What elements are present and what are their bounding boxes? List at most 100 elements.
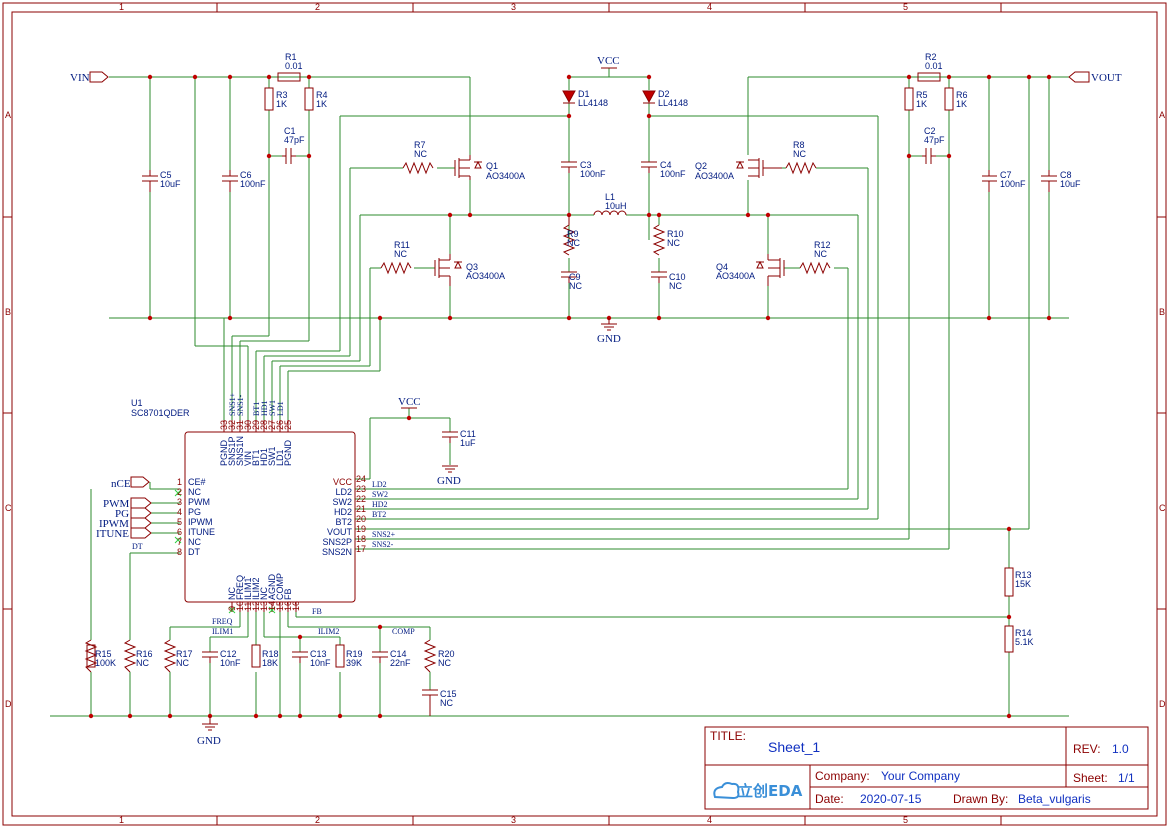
c9-ref: C9 <box>569 272 581 282</box>
vcc-top: VCC <box>597 55 620 69</box>
r10-ref: R10 <box>667 229 684 239</box>
net-label: FB <box>312 607 322 616</box>
ic-pin-name: ITUNE <box>188 527 215 537</box>
c6-ref: C6 <box>240 170 252 180</box>
r19-value: 39K <box>346 658 362 668</box>
q3-ref: Q3 <box>466 262 478 272</box>
sheet-label: Sheet: <box>1073 771 1108 785</box>
mosfet-q1 <box>454 155 482 180</box>
rev-label: REV: <box>1073 742 1101 756</box>
port-ipwm[interactable]: IPWM <box>99 517 152 530</box>
wires <box>50 68 1069 717</box>
c2-ref: C2 <box>924 126 936 136</box>
r6-value: 1K <box>956 99 967 109</box>
ic-pin-name: SW1 <box>267 446 277 466</box>
c5-value: 10uF <box>160 179 181 189</box>
vcc-c11: VCC <box>398 396 421 409</box>
mosfet-q3 <box>434 254 462 286</box>
frame-row-label: A <box>5 110 11 120</box>
svg-text:VIN: VIN <box>70 72 90 84</box>
net-label: ILIM2 <box>318 627 339 636</box>
c14-ref: C14 <box>390 649 407 659</box>
r3-value: 1K <box>276 99 287 109</box>
svg-text:GND: GND <box>437 475 461 487</box>
ic-pin-number: 17 <box>356 544 366 554</box>
ic-pin-name: BT1 <box>251 449 261 466</box>
ic-pin-number: 22 <box>356 494 366 504</box>
date-label: Date: <box>815 792 844 806</box>
ic-pin-name: NC <box>188 487 201 497</box>
port-itune[interactable]: ITUNE <box>96 527 152 540</box>
ic-pin-name: NC <box>227 587 237 600</box>
r13-ref: R13 <box>1015 570 1032 580</box>
c11-ref: C11 <box>460 429 476 439</box>
port-nce[interactable]: nCE <box>111 476 150 490</box>
svg-text:PG: PG <box>115 508 129 520</box>
ic-pin-number: 4 <box>177 507 182 517</box>
port-pwm[interactable]: PWM <box>103 497 152 510</box>
r9-ref: R9 <box>567 229 579 239</box>
r16-value: NC <box>136 658 149 668</box>
lceda-logo: 立创EDA <box>713 782 803 800</box>
c7-value: 100nF <box>1000 179 1026 189</box>
ic-pin-name: CE# <box>188 477 206 487</box>
port-vin[interactable]: VIN <box>70 71 109 84</box>
r16-ref: R16 <box>136 649 153 659</box>
company-label: Company: <box>815 769 870 783</box>
r15-ref: R15 <box>95 649 112 659</box>
net-label: SNS2+ <box>372 530 396 539</box>
port-pg[interactable]: PG <box>115 507 152 520</box>
diode-d2 <box>642 90 656 104</box>
svg-text:GND: GND <box>597 333 621 345</box>
r3-ref: R3 <box>276 90 288 100</box>
d1-value: LL4148 <box>578 98 608 108</box>
frame-row-label: B <box>1159 307 1165 317</box>
zigzag-resistors <box>84 161 831 673</box>
port-vout[interactable]: VOUT <box>1068 71 1122 84</box>
drawn-by-value: Beta_vulgaris <box>1018 792 1091 806</box>
c4-value: 100nF <box>660 169 686 179</box>
r8-value: NC <box>793 149 806 159</box>
r11-value: NC <box>394 249 407 259</box>
nc-markers <box>174 489 276 614</box>
frame-row-label: A <box>1159 110 1165 120</box>
resistor-bodies <box>86 72 1014 668</box>
drawn-by-label: Drawn By: <box>953 792 1008 806</box>
frame-col-label: 4 <box>707 815 712 825</box>
gnd-symbol-c11: GND <box>437 465 461 487</box>
ic-pin-number: 10 <box>235 601 245 611</box>
net-label: FREQ <box>212 617 233 626</box>
ic-pin-name: PGND <box>219 439 229 466</box>
ic-pin-number: 7 <box>177 537 182 547</box>
capacitor-plates <box>142 148 1057 716</box>
r11-ref: R11 <box>394 240 410 250</box>
r13-value: 15K <box>1015 579 1031 589</box>
c2-value: 47pF <box>924 135 945 145</box>
c10-ref: C10 <box>669 272 686 282</box>
net-label: SNS1+ <box>228 392 237 416</box>
r7-value: NC <box>414 149 427 159</box>
r19-ref: R19 <box>346 649 363 659</box>
ic-pin-number: 2 <box>177 487 182 497</box>
r5-ref: R5 <box>916 90 928 100</box>
svg-text:PWM: PWM <box>103 498 130 510</box>
frame-row-label: C <box>1159 503 1166 513</box>
c8-ref: C8 <box>1060 170 1072 180</box>
ic-pin-number: 15 <box>275 601 285 611</box>
frame-col-label: 2 <box>315 2 320 12</box>
r15-value: 100K <box>95 658 116 668</box>
ic-pin-name: FB <box>283 588 293 600</box>
r9-value: NC <box>567 238 580 248</box>
c8-value: 10uF <box>1060 179 1081 189</box>
l1-ref: L1 <box>605 192 615 202</box>
net-label: SNS1- <box>236 394 245 416</box>
ic-pin-name: SW2 <box>332 497 352 507</box>
title-value: Sheet_1 <box>768 739 820 755</box>
c4-ref: C4 <box>660 160 672 170</box>
diode-d1 <box>562 90 576 104</box>
net-label: COMP <box>392 627 415 636</box>
c15-value: NC <box>440 698 453 708</box>
ic-pin-number: 26 <box>275 420 285 430</box>
c1-ref: C1 <box>284 126 296 136</box>
